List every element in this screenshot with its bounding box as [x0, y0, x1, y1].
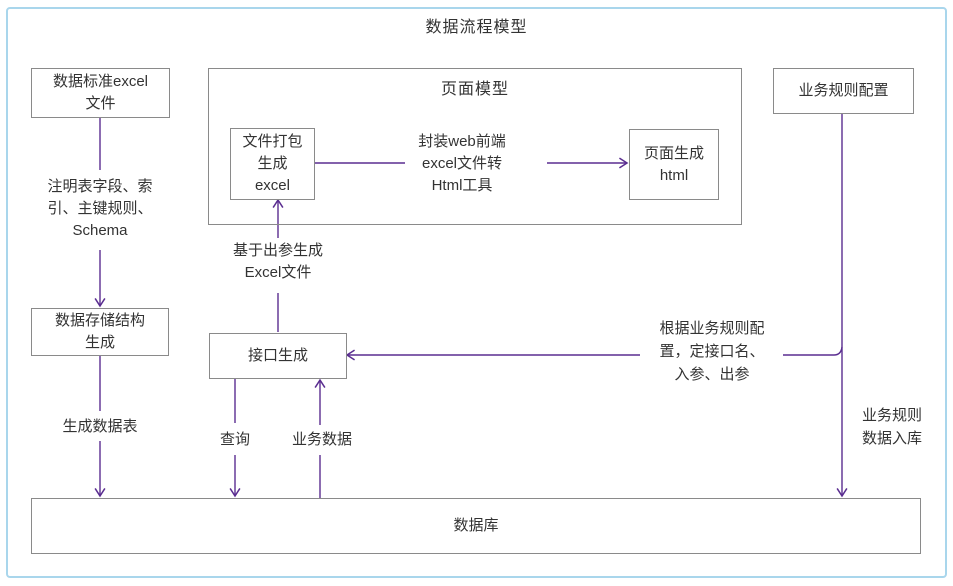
group-page-model: 页面模型 [208, 68, 742, 225]
node-data-standard-excel: 数据标准excel 文件 [31, 68, 170, 118]
diagram-title: 数据流程模型 [425, 19, 528, 36]
label-generate-data-table: 生成数据表 [62, 418, 138, 435]
node-business-rule-config: 业务规则配置 [773, 68, 914, 114]
label-excel-from-output-params: 基于出参生成 Excel文件 [232, 242, 323, 281]
label-business-data: 业务数据 [291, 431, 352, 448]
label-rule-data-into-db: 业务规则 数据入库 [861, 407, 922, 447]
label-schema-note: 注明表字段、索 引、主键规则、 Schema [47, 178, 153, 239]
node-database: 数据库 [31, 498, 921, 554]
label-rule-defines-interface: 根据业务规则配 置，定接口名、 入参、出参 [659, 320, 765, 383]
node-page-generate-html: 页面生成 html [629, 129, 719, 200]
node-interface-generate: 接口生成 [209, 333, 347, 379]
outer-frame [6, 7, 947, 578]
label-web-excel-to-html-tool: 封装web前端 excel文件转 Html工具 [418, 133, 506, 194]
group-page-model-title: 页面模型 [440, 81, 509, 98]
node-file-package-generate-excel: 文件打包 生成 excel [230, 128, 315, 200]
node-storage-structure-generate: 数据存储结构 生成 [31, 308, 169, 356]
label-query: 查询 [219, 431, 250, 448]
